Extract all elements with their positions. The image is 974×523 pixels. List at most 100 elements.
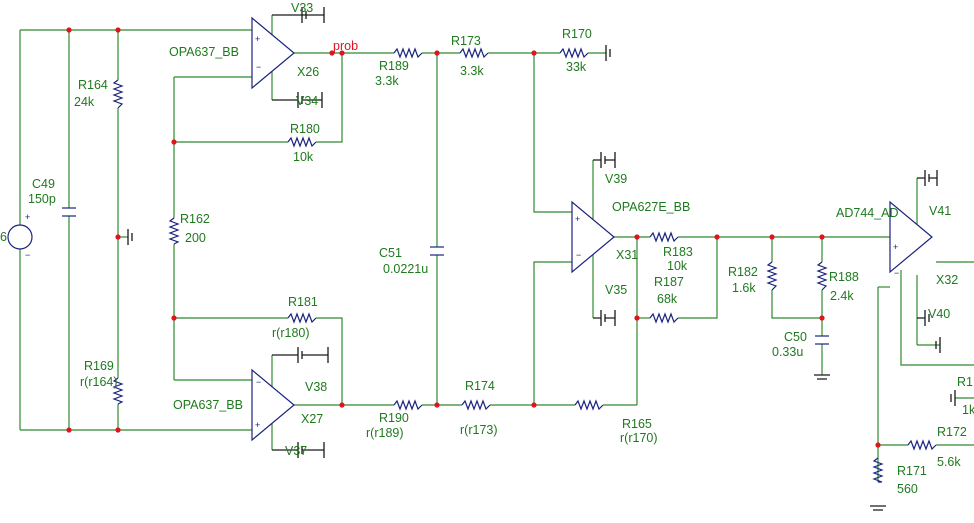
c51-capacitor <box>430 246 444 256</box>
r165-resistor <box>574 399 604 411</box>
label-opa637-top: OPA637_BB <box>169 45 239 59</box>
ground-symbols <box>127 7 956 511</box>
label-r1-partial-value: 1k <box>962 403 974 417</box>
label-r189: R189 <box>379 59 409 73</box>
label-r187: R187 <box>654 275 684 289</box>
label-r170-value: 33k <box>566 60 587 74</box>
c49-capacitor <box>62 207 76 217</box>
opamp-x32: +− <box>889 200 933 278</box>
r162-resistor <box>168 217 180 245</box>
label-r180-value: 10k <box>293 150 314 164</box>
label-v41: V41 <box>929 204 951 218</box>
label-x27: X27 <box>301 412 323 426</box>
label-v33: V33 <box>291 1 313 15</box>
opamp-x26: +− <box>251 16 295 90</box>
label-r169: R169 <box>84 359 114 373</box>
label-r190: R190 <box>379 411 409 425</box>
label-r162: R162 <box>180 212 210 226</box>
label-r182-value: 1.6k <box>732 281 756 295</box>
label-r171-value: 560 <box>897 482 918 496</box>
label-v40: V40 <box>928 307 950 321</box>
label-r180: R180 <box>290 122 320 136</box>
r169-resistor <box>112 377 124 405</box>
r188-resistor <box>816 261 828 291</box>
label-r170: R170 <box>562 27 592 41</box>
r189-resistor <box>393 47 423 59</box>
label-r169-value: r(r164) <box>80 375 118 389</box>
label-x31: X31 <box>616 248 638 262</box>
r187-resistor <box>649 312 679 324</box>
label-r172: R172 <box>937 425 967 439</box>
label-r165: R165 <box>622 417 652 431</box>
svg-text:−: − <box>25 250 30 260</box>
svg-text:+: + <box>25 212 30 222</box>
r183-resistor <box>649 231 679 243</box>
label-v37: V37 <box>285 444 307 458</box>
label-r173: R173 <box>451 34 481 48</box>
label-r190-value: r(r189) <box>366 426 404 440</box>
label-r171: R171 <box>897 464 927 478</box>
label-ad744: AD744_AD <box>836 206 899 220</box>
label-r164: R164 <box>78 78 108 92</box>
label-r187-value: 68k <box>657 292 678 306</box>
label-r165-value: r(r170) <box>620 431 658 445</box>
label-opa627e: OPA627E_BB <box>612 200 690 214</box>
label-r183: R183 <box>663 245 693 259</box>
label-r189-value: 3.3k <box>375 74 399 88</box>
label-r1-partial: R1 <box>957 375 973 389</box>
label-x26: X26 <box>297 65 319 79</box>
label-c50: C50 <box>784 330 807 344</box>
resistors <box>112 47 937 483</box>
r180-resistor <box>287 136 317 148</box>
label-c49: C49 <box>32 177 55 191</box>
svg-text:+: + <box>255 34 260 44</box>
r174-resistor <box>461 399 491 411</box>
r173-resistor <box>459 47 489 59</box>
capacitors <box>62 207 829 345</box>
label-r162-value: 200 <box>185 231 206 245</box>
label-source: 6 <box>0 230 7 244</box>
label-v39: V39 <box>605 172 627 186</box>
voltage-source: + − <box>7 212 33 260</box>
r164-resistor <box>112 79 124 109</box>
label-r188: R188 <box>829 270 859 284</box>
svg-text:−: − <box>894 268 899 278</box>
label-c51-value: 0.0221u <box>383 262 428 276</box>
label-r172-value: 5.6k <box>937 455 961 469</box>
r170-resistor <box>559 47 589 59</box>
label-c51: C51 <box>379 246 402 260</box>
r182-resistor <box>766 261 778 291</box>
svg-text:−: − <box>576 250 581 260</box>
label-opa637-bot: OPA637_BB <box>173 398 243 412</box>
label-r182: R182 <box>728 265 758 279</box>
label-r181: R181 <box>288 295 318 309</box>
label-c49-value: 150p <box>28 192 56 206</box>
r181-resistor <box>287 312 317 324</box>
label-r173-value: 3.3k <box>460 64 484 78</box>
label-r174-value: r(r173) <box>460 423 498 437</box>
r190-resistor <box>393 399 423 411</box>
c50-capacitor <box>815 335 829 345</box>
labels: V33 OPA637_BB prob X26 V34 R189 3.3k R17… <box>0 1 974 496</box>
label-v38: V38 <box>305 380 327 394</box>
label-r174: R174 <box>465 379 495 393</box>
opamp-x27: −+ <box>251 368 295 442</box>
svg-text:+: + <box>893 242 898 252</box>
r172-resistor <box>907 439 937 451</box>
svg-text:+: + <box>255 420 260 430</box>
opamp-x31: +− <box>571 200 615 274</box>
junction-dots <box>66 27 881 448</box>
label-x32: X32 <box>936 273 958 287</box>
label-v34: V34 <box>296 94 318 108</box>
label-prob: prob <box>333 39 358 53</box>
opamps: +− −+ +− +− <box>251 16 933 442</box>
svg-text:−: − <box>256 62 261 72</box>
label-r181-value: r(r180) <box>272 326 310 340</box>
wires <box>19 15 974 482</box>
svg-text:−: − <box>256 377 261 387</box>
label-c50-value: 0.33u <box>772 345 803 359</box>
label-r183-value: 10k <box>667 259 688 273</box>
svg-text:+: + <box>575 214 580 224</box>
r171-resistor <box>872 457 884 483</box>
